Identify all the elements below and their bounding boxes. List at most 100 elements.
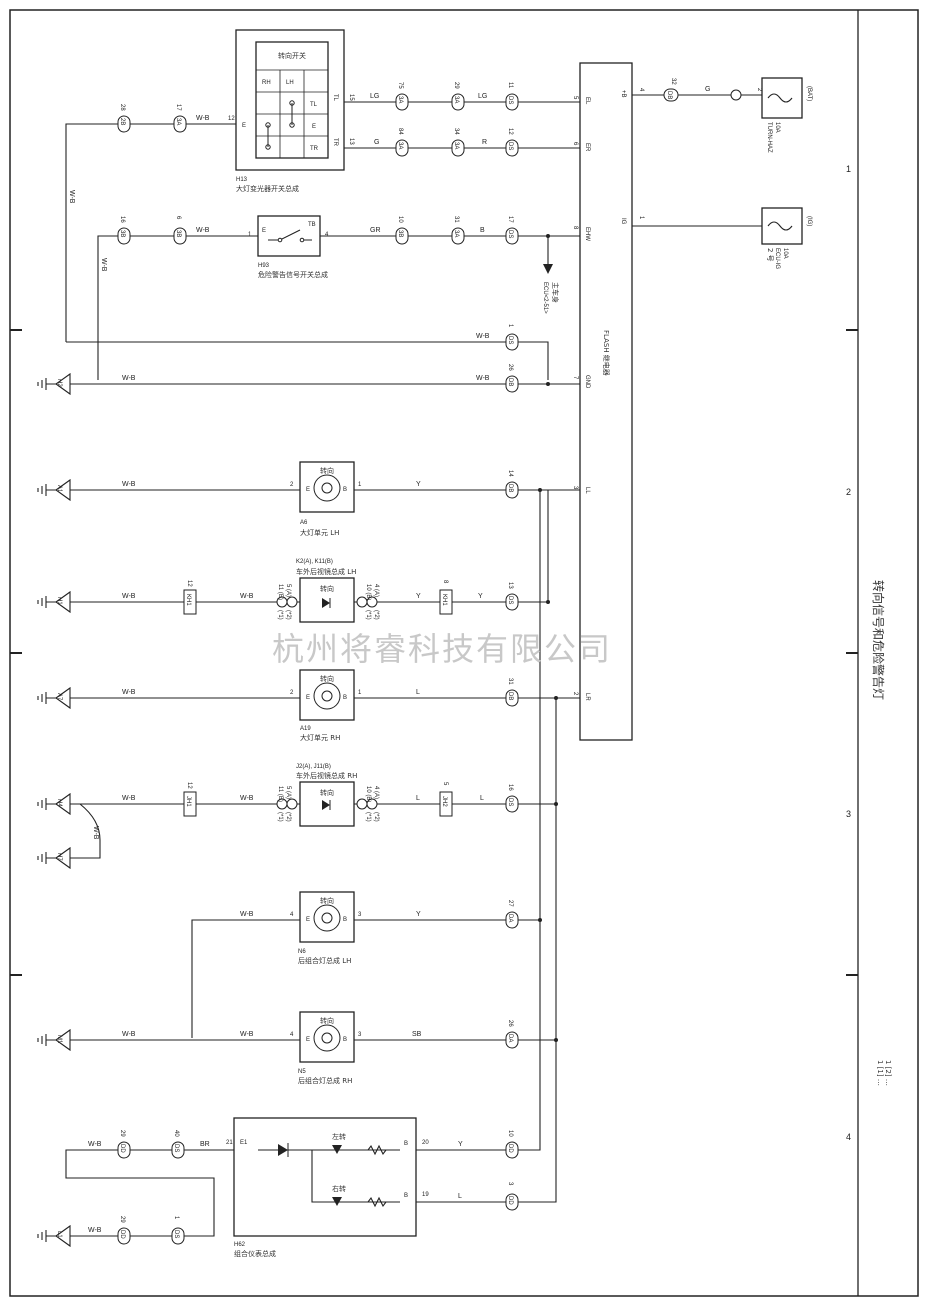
lamp-a6-pin-1: 1 (358, 482, 362, 488)
jh1-pin: 12 (186, 782, 192, 789)
meter-internal (258, 1149, 400, 1203)
svg-text:31: 31 (453, 216, 459, 223)
svg-text:(*2): (*2) (373, 610, 379, 620)
meter-pin-21: 21 (226, 1140, 233, 1146)
svg-text:A7: A7 (56, 693, 62, 701)
svg-text:(*1): (*1) (365, 610, 371, 620)
ground-h4: H4 (37, 792, 71, 816)
svg-text:DA: DA (507, 914, 513, 922)
meter-resistor-2 (367, 1196, 387, 1208)
svg-text:3A: 3A (397, 142, 403, 149)
ecu-arrow (543, 264, 553, 274)
wire-ehw-color1: GR (370, 227, 381, 234)
wire-me1-color3: W-B (88, 1227, 102, 1234)
turn-switch-box (235, 29, 345, 171)
fuse-ig-name: ECU-IG (774, 248, 780, 269)
fuse-ig-symbol (767, 221, 793, 231)
lamp-n6-pin-3: 3 (358, 912, 362, 918)
ground-h7: H7 (37, 846, 71, 870)
jh2-label: JH2 (441, 796, 447, 807)
svg-text:34: 34 (453, 128, 459, 135)
svg-text:16: 16 (507, 784, 513, 791)
svg-text:8: 8 (572, 226, 578, 230)
lamp-n6-box (299, 891, 355, 943)
lamp-a6-pin-e: E (306, 487, 310, 493)
fuse-ig-extra: 2 号 (766, 248, 774, 262)
svg-text:DB: DB (507, 692, 513, 700)
wire-mrh-color2: W-B (240, 795, 254, 802)
wire-h4h7-color: W-B (92, 826, 99, 840)
wire-mrh-color1: W-B (122, 795, 136, 802)
wire-gnd1-color: W-B (476, 333, 490, 340)
fuse-bat-tag: (BAT) (806, 86, 812, 101)
meter-pin-19: 19 (422, 1192, 429, 1198)
svg-text:5 (A): 5 (A) (285, 584, 291, 597)
mirror-rh-desc: 车外后视镜总成 RH (296, 771, 357, 780)
svg-text:H7: H7 (56, 853, 62, 861)
connector-db-32 (663, 88, 679, 102)
svg-text:4: 4 (638, 88, 644, 92)
svg-text:29: 29 (453, 82, 459, 89)
wire-ehw-color2: B (480, 227, 485, 234)
lamp-a19-pin-b: B (343, 695, 347, 701)
svg-text:29: 29 (119, 1216, 125, 1223)
mirror-lh-desc: 车外后视镜总成 LH (296, 567, 356, 576)
lamp-n6-pin-b: B (343, 917, 347, 923)
wire-tr-color1: G (374, 139, 379, 146)
svg-text:3A: 3A (453, 96, 459, 103)
svg-text:3A: 3A (397, 96, 403, 103)
svg-text:DB: DB (507, 378, 513, 386)
svg-text:(*1): (*1) (365, 812, 371, 822)
svg-text:84: 84 (397, 128, 403, 135)
hazard-pin-4: 4 (325, 232, 329, 238)
svg-text:12: 12 (507, 128, 513, 135)
wire-me1-color1: W-B (88, 1141, 102, 1148)
lamp-a6-pin-b: B (343, 487, 347, 493)
wire-label-g: G (705, 86, 710, 93)
svg-text:(*2): (*2) (285, 812, 291, 822)
kh1-label: KH1 (185, 594, 191, 606)
diagram-title: 转向信号和危险警告灯 (871, 580, 886, 700)
lamp-a19-desc: 大灯单元 RH (300, 733, 340, 742)
ground-h1: H1 (37, 590, 71, 614)
svg-text:L1: L1 (56, 1231, 62, 1238)
svg-text:A1: A1 (56, 485, 62, 493)
svg-text:(*1): (*1) (277, 610, 283, 620)
svg-text:14: 14 (507, 470, 513, 477)
wire-hazard-e (97, 235, 258, 380)
svg-text:(*1): (*1) (277, 812, 283, 822)
zone-ticks (10, 329, 858, 976)
lamp-a6-label: 转向 (320, 466, 334, 475)
hazard-desc: 危险警告信号开关总成 (258, 270, 328, 279)
wire-mlh-color2: W-B (240, 593, 254, 600)
svg-text:5 (A): 5 (A) (285, 786, 291, 799)
zone-4: 4 (846, 1132, 851, 1142)
meter-b1: B (404, 1141, 408, 1147)
zone-3: 3 (846, 809, 851, 819)
conn-db-pin: 32 (670, 78, 676, 85)
turn-switch-desc: 大灯变光器开关总成 (236, 184, 299, 193)
fuse-ig-rating: 10A (782, 248, 788, 259)
wire-h4-h7 (70, 803, 101, 859)
lamp-n6-label: 转向 (320, 896, 334, 905)
lamp-n5-label: 转向 (320, 1016, 334, 1025)
svg-text:M1: M1 (56, 1035, 62, 1044)
lamp-n5-pin-e: E (306, 1037, 310, 1043)
fuse-turn-haz (761, 77, 803, 119)
svg-text:31: 31 (507, 678, 513, 685)
zone-1: 1 (846, 164, 851, 174)
tsw-pin-e: E (242, 123, 246, 129)
lamp-a19-pin-1: 1 (358, 690, 362, 696)
svg-text:11 (B): 11 (B) (277, 584, 283, 600)
svg-text:3B: 3B (175, 230, 181, 237)
ground-l1: L1 (37, 1224, 71, 1248)
watermark: 杭州将睿科技有限公司 (272, 630, 612, 668)
fuse-bat-name: TURN-HAZ (766, 122, 772, 153)
wire-n6-color1: W-B (240, 911, 254, 918)
svg-text:DD: DD (119, 1144, 125, 1153)
jh2-pin: 5 (442, 782, 448, 786)
lamp-a6-id: A6 (300, 520, 308, 526)
lamp-n6-desc: 后组合灯总成 LH (298, 956, 351, 965)
svg-text:3B: 3B (119, 230, 125, 237)
svg-text:29: 29 (119, 1130, 125, 1137)
